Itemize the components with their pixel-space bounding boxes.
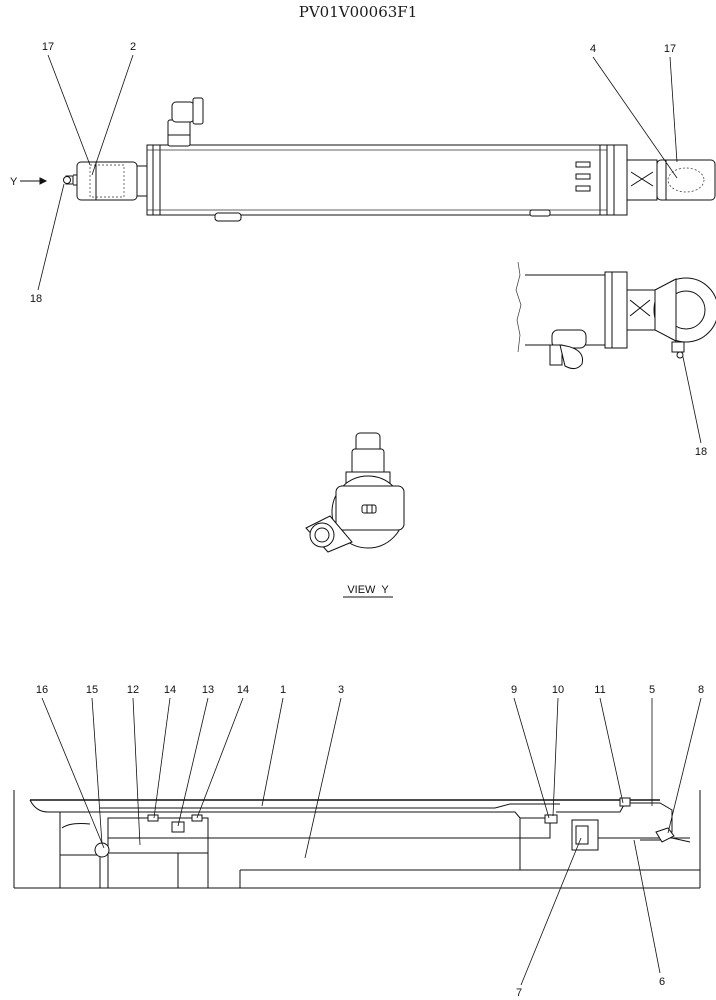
cylinder-cross-section	[13, 790, 701, 889]
callout-4: 4	[590, 43, 596, 55]
callout-10: 10	[552, 684, 564, 696]
callout-18-left: 18	[30, 293, 42, 305]
view-arrow-label: Y	[10, 176, 18, 188]
cylinder-tube	[146, 144, 608, 216]
callout-12: 12	[127, 684, 139, 696]
callout-5: 5	[649, 684, 655, 696]
callout-17-right: 17	[664, 43, 676, 55]
view-y-drawing: VIEW Y	[305, 432, 405, 598]
callout-3: 3	[338, 684, 344, 696]
callout-6: 6	[659, 976, 665, 988]
callout-7: 7	[516, 987, 522, 999]
callout-14-left: 14	[164, 684, 176, 696]
callout-11: 11	[594, 684, 605, 696]
callout-1: 1	[280, 684, 286, 696]
callout-9: 9	[511, 684, 517, 696]
grease-nipple-left	[63, 174, 77, 186]
callout-18-right: 18	[695, 446, 707, 458]
rod-end-detail-view: 18	[515, 261, 716, 458]
bottom-callouts: 16 15 12 14 13 14 1 3 9 10 11 5 8 7 6	[36, 684, 704, 999]
drawing-code: PV01V00063F1	[299, 3, 418, 21]
callout-8: 8	[698, 684, 704, 696]
top-callouts: 17 2 4 17 18	[30, 41, 678, 305]
view-title: VIEW Y	[347, 584, 389, 596]
callout-17-left: 17	[42, 41, 54, 53]
callout-16: 16	[36, 684, 48, 696]
callout-15: 15	[86, 684, 98, 696]
hydraulic-elbow-port	[167, 97, 204, 147]
callout-2: 2	[130, 41, 136, 53]
callout-14-right: 14	[237, 684, 249, 696]
cylinder-side-view: Y	[10, 97, 716, 222]
callout-13: 13	[202, 684, 214, 696]
rod-end-eye-left	[76, 161, 138, 201]
check-ball	[94, 842, 110, 858]
